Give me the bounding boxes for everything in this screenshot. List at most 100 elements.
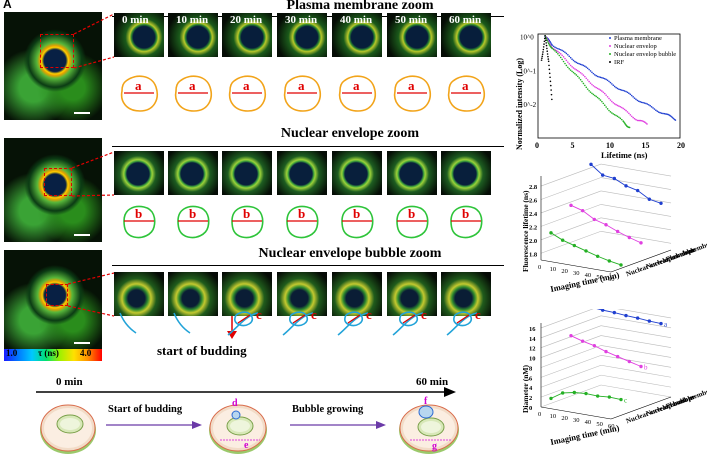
chart-ytick: 8 [529, 365, 533, 372]
chart1-point [645, 122, 647, 124]
chart1-point [568, 55, 571, 58]
cell-illustration-growing [399, 404, 459, 454]
chart-ytick: 2.4 [529, 211, 538, 218]
chart1-point [591, 83, 593, 86]
flim-frame [387, 151, 437, 195]
chart1-frame [537, 33, 681, 139]
diameter-3d-chart: Diameter (nM) Imaging time (min) 0246810… [521, 309, 707, 447]
timeline-end: 60 min [416, 376, 449, 388]
chart1-point [558, 48, 561, 50]
chart1-point [547, 58, 550, 60]
axis-line [540, 259, 612, 273]
grid-line [540, 384, 602, 408]
series-point [604, 223, 608, 227]
flim-frame: 10 min [168, 13, 218, 57]
chart1-point [582, 82, 585, 85]
chart1-point [643, 102, 646, 104]
chart1-point [635, 98, 637, 101]
measure-label: a [189, 78, 196, 93]
chart1-legend-marker [609, 45, 611, 47]
chart1-point [611, 100, 613, 103]
series-point [619, 397, 623, 402]
chart1-point [608, 80, 610, 83]
chart1-point [596, 75, 599, 78]
chart1-point [578, 70, 580, 73]
chart-ytick: 2.0 [529, 238, 537, 245]
grid-line [600, 384, 672, 398]
series-point [659, 201, 663, 205]
chart1-legend-marker [609, 61, 611, 63]
flim-frame: 50 min [387, 13, 437, 57]
chart1-point [564, 57, 566, 60]
chart1-point [567, 54, 569, 56]
chart1-point [633, 97, 636, 99]
series-point [589, 162, 593, 167]
chart1-point [591, 71, 593, 74]
chart1-point [555, 47, 558, 49]
series-point [612, 176, 617, 181]
chart1-point [639, 101, 642, 103]
grid-line [540, 217, 602, 241]
chart1-point [633, 117, 636, 120]
chart1-point [594, 85, 596, 88]
series-line [590, 164, 662, 204]
chart1-xtick: 20 [677, 141, 685, 150]
marker-g: g [432, 441, 437, 452]
series-point [580, 208, 585, 213]
chart1-point [571, 70, 573, 73]
chart1-point [569, 69, 572, 71]
series-point [560, 238, 565, 242]
chart1-point [632, 96, 634, 98]
outline-trace [119, 312, 137, 334]
chart1-point [581, 73, 583, 75]
series-point [595, 254, 600, 258]
chart1-point [605, 106, 607, 108]
chart-ytick: 2.6 [529, 198, 538, 205]
chart1-point [545, 42, 547, 44]
chart1-point [626, 111, 629, 113]
grid-line [540, 355, 602, 378]
series-point [635, 316, 640, 320]
chart1-point [629, 114, 632, 116]
chart1-point [649, 104, 651, 107]
chart1-point [552, 48, 555, 51]
chart1-point [602, 77, 605, 79]
chart1-point [657, 111, 660, 113]
chart1-point [569, 64, 572, 67]
lifetime-colorbar: 1.0 τ (ns) 4.0 [4, 348, 102, 361]
chart1-point [572, 71, 575, 74]
chart1-point [584, 65, 586, 68]
series-point [624, 184, 628, 188]
chart1-point [550, 89, 552, 91]
chart1-point [652, 107, 654, 109]
chart1-point [615, 86, 617, 89]
chart1-point [564, 51, 566, 54]
chart-ytick: 0 [529, 405, 532, 412]
outline-trace: a [338, 75, 376, 112]
series-point [560, 391, 565, 395]
chart1-point [626, 91, 629, 94]
chart1-point [632, 116, 634, 119]
chart1-point [592, 93, 595, 96]
chart1-point [588, 68, 590, 71]
chart1-legend-marker [609, 37, 611, 39]
chart1-point [602, 102, 605, 105]
series-point [549, 396, 553, 401]
chart1-point [646, 123, 648, 125]
zoom-box [46, 284, 68, 306]
row3-rule [112, 265, 504, 266]
measure-label: c [366, 307, 372, 322]
chart1-point [576, 75, 579, 78]
panel-label: A [3, 0, 12, 11]
chart1-point [549, 42, 552, 44]
chart1-point [562, 50, 565, 53]
flim-frame [277, 151, 327, 195]
chart1-point [616, 115, 619, 118]
lifetime-3d-chart: Fluorescence lifetime (ns) Imaging time … [521, 162, 707, 294]
chart1-point [542, 46, 545, 48]
chart1-point [601, 76, 603, 79]
chart-ytick: 2 [529, 395, 532, 402]
chart1-point [546, 53, 549, 55]
chart-xtick: 10 [550, 266, 557, 273]
outline-trace: b [231, 205, 264, 239]
